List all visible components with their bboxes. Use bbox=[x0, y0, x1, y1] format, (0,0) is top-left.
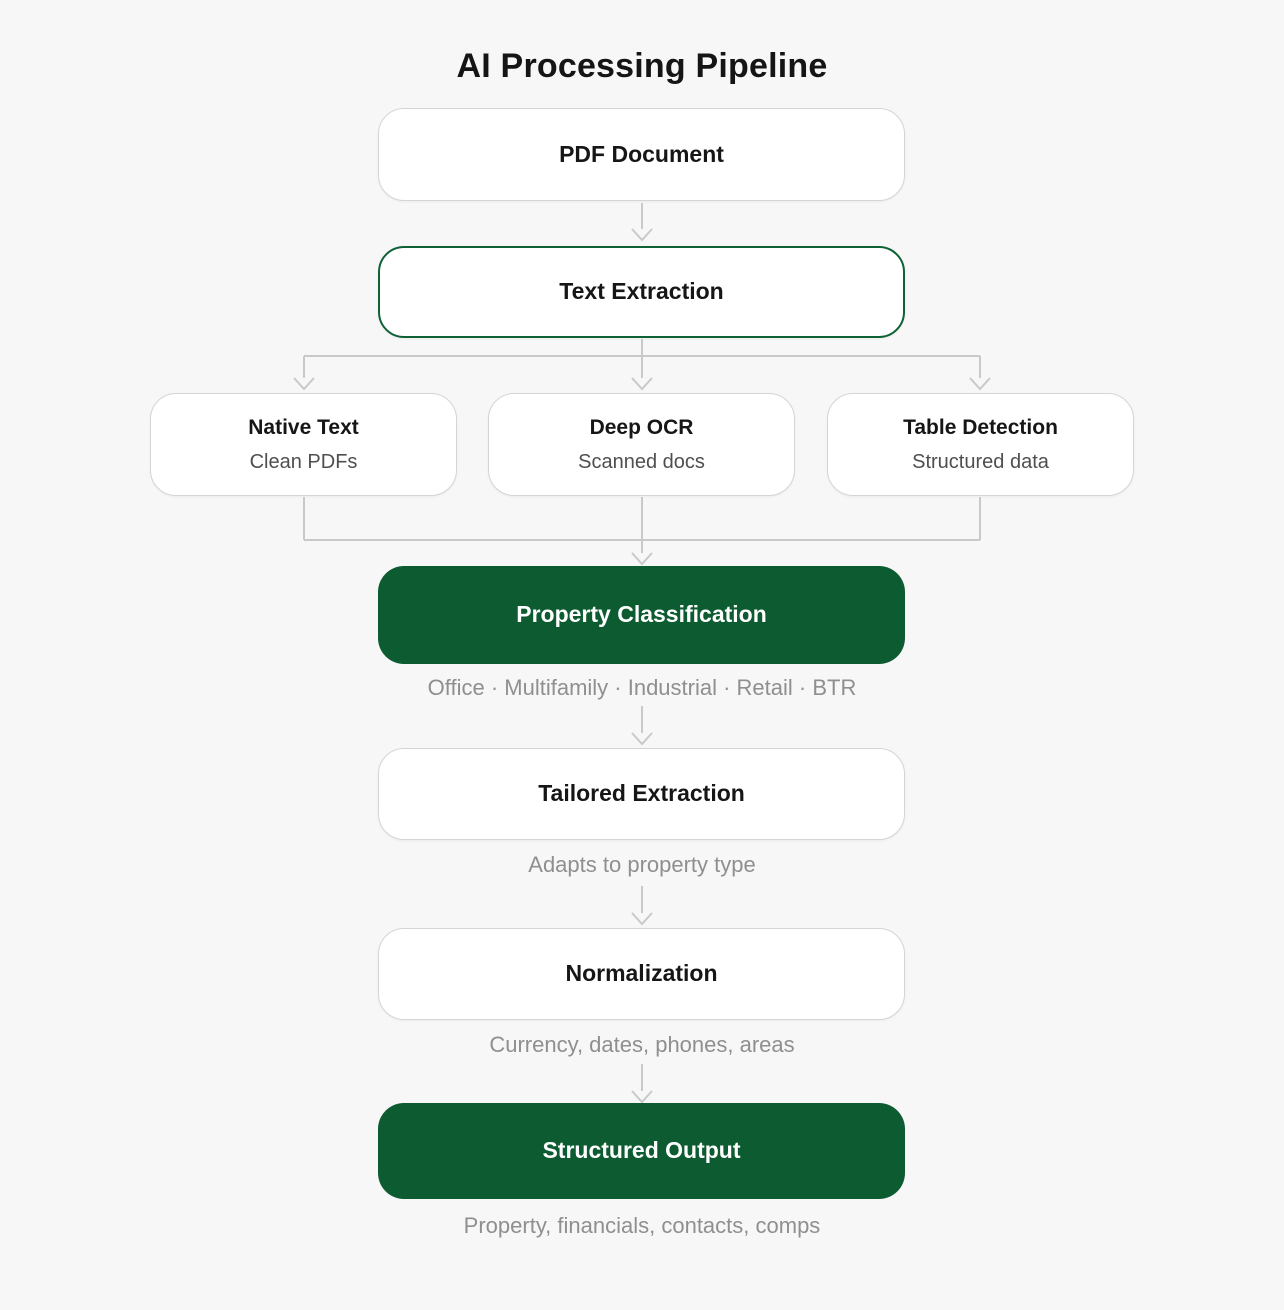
node-property-classification: Property Classification bbox=[378, 566, 905, 664]
diagram-title: AI Processing Pipeline bbox=[456, 47, 828, 85]
caption-structured-output: Property, financials, contacts, comps bbox=[463, 1213, 821, 1238]
node-deep-ocr: Deep OCR Scanned docs bbox=[488, 393, 795, 496]
node-native-text-sublabel: Clean PDFs bbox=[249, 450, 358, 473]
node-structured-output-label: Structured Output bbox=[542, 1137, 741, 1164]
node-tailored-extraction-label: Tailored Extraction bbox=[538, 780, 745, 807]
node-table-detection-sublabel: Structured data bbox=[912, 450, 1049, 473]
node-property-classification-label: Property Classification bbox=[516, 601, 767, 628]
connector-lines bbox=[303, 203, 981, 1091]
arrowheads bbox=[293, 228, 991, 1104]
node-text-extraction-label: Text Extraction bbox=[559, 278, 724, 305]
node-deep-ocr-label: Deep OCR bbox=[589, 416, 694, 440]
node-pdf-document: PDF Document bbox=[378, 108, 905, 201]
node-normalization: Normalization bbox=[378, 928, 905, 1020]
caption-normalization: Currency, dates, phones, areas bbox=[489, 1032, 795, 1057]
node-pdf-document-label: PDF Document bbox=[559, 140, 724, 167]
node-text-extraction: Text Extraction bbox=[378, 246, 905, 338]
node-native-text-label: Native Text bbox=[248, 416, 359, 440]
caption-tailored-extraction: Adapts to property type bbox=[528, 852, 756, 877]
node-normalization-label: Normalization bbox=[565, 960, 718, 987]
node-structured-output: Structured Output bbox=[378, 1103, 905, 1199]
node-tailored-extraction: Tailored Extraction bbox=[378, 748, 905, 840]
caption-property-types: Office · Multifamily · Industrial · Reta… bbox=[427, 675, 857, 700]
node-table-detection: Table Detection Structured data bbox=[827, 393, 1134, 496]
node-native-text: Native Text Clean PDFs bbox=[150, 393, 457, 496]
node-table-detection-label: Table Detection bbox=[903, 416, 1058, 440]
node-deep-ocr-sublabel: Scanned docs bbox=[578, 450, 705, 473]
